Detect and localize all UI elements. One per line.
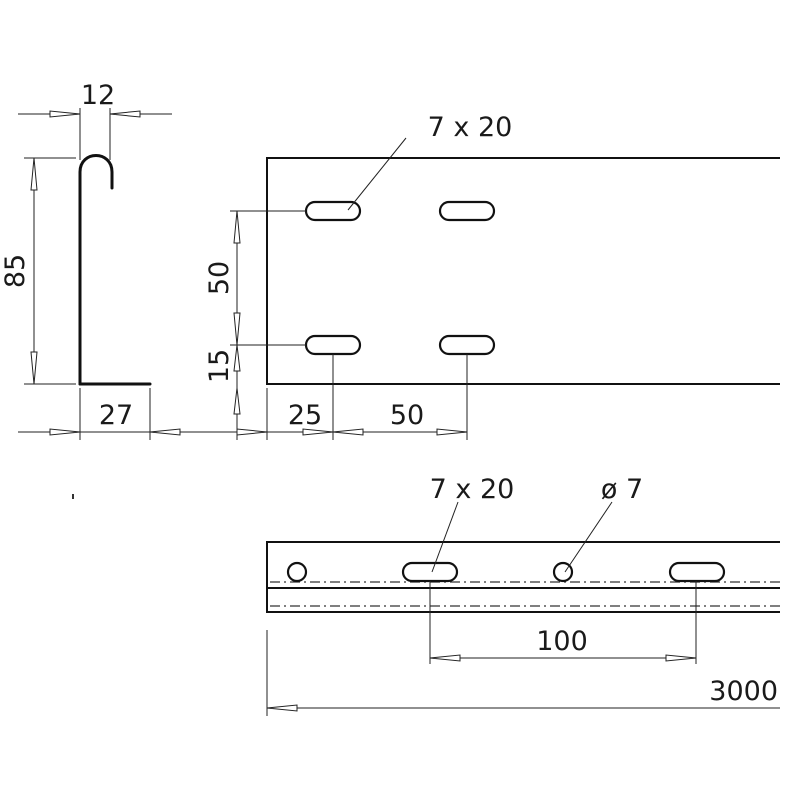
bottom-view: 7 x 20 ø 7 100 3000 <box>266 474 780 716</box>
dim-15-arrow-top <box>233 344 241 372</box>
dim-85-arrow-bottom <box>30 351 38 385</box>
dim-50-horizontal-label: 50 <box>390 400 424 431</box>
stray-mark <box>72 494 74 499</box>
dim-25-arrow-right <box>302 428 334 436</box>
slot-size-label-top: 7 x 20 <box>428 112 513 143</box>
slot-bottom-left <box>304 334 362 356</box>
dim-3000-arrow-left <box>266 704 298 712</box>
dim-12-arrow-left <box>49 110 81 118</box>
dim-50-h-arrow-right <box>436 428 468 436</box>
dim-50-h-arrow-left <box>332 428 364 436</box>
dim-100-arrow-right <box>665 654 697 662</box>
bottom-slot-1 <box>401 561 459 583</box>
dim-27-arrow-right <box>149 428 181 436</box>
dim-100-arrow-left <box>429 654 461 662</box>
dim-25-label: 25 <box>288 400 322 431</box>
hole-diameter-label: ø 7 <box>601 474 643 505</box>
profile-outline <box>78 154 114 386</box>
slot-top-right <box>438 200 496 222</box>
slot-size-leader <box>347 137 407 211</box>
dim-100-label: 100 <box>536 626 588 657</box>
dim-27-label: 27 <box>99 400 133 431</box>
dim-25-arrow-left <box>236 428 268 436</box>
dim-3000-label: 3000 <box>709 676 778 707</box>
dim-85-label: 85 <box>0 254 31 288</box>
dim-50-vertical-label: 50 <box>204 261 235 295</box>
dim-15-label: 15 <box>204 349 235 383</box>
dim-50-arrow-bottom <box>233 312 241 346</box>
bottom-slot-leader <box>431 501 459 573</box>
slot-bottom-right <box>438 334 496 356</box>
dim-12-label: 12 <box>81 80 115 111</box>
bottom-slot-2 <box>668 561 726 583</box>
bottom-view-outline <box>266 541 780 613</box>
slot-size-label-bottom: 7 x 20 <box>430 474 515 505</box>
dim-85-arrow-top <box>30 157 38 191</box>
dim-27-arrow-left <box>49 428 81 436</box>
dim-50-arrow-top <box>233 210 241 244</box>
side-view: 7 x 20 50 15 25 50 <box>204 112 780 440</box>
hole-diameter-leader <box>564 501 613 573</box>
dim-15-arrow-bottom <box>233 387 241 415</box>
side-view-outline <box>266 157 780 385</box>
round-hole-1 <box>286 561 308 583</box>
profile-section: 12 85 27 <box>0 80 208 440</box>
dim-12-arrow-right <box>109 110 141 118</box>
